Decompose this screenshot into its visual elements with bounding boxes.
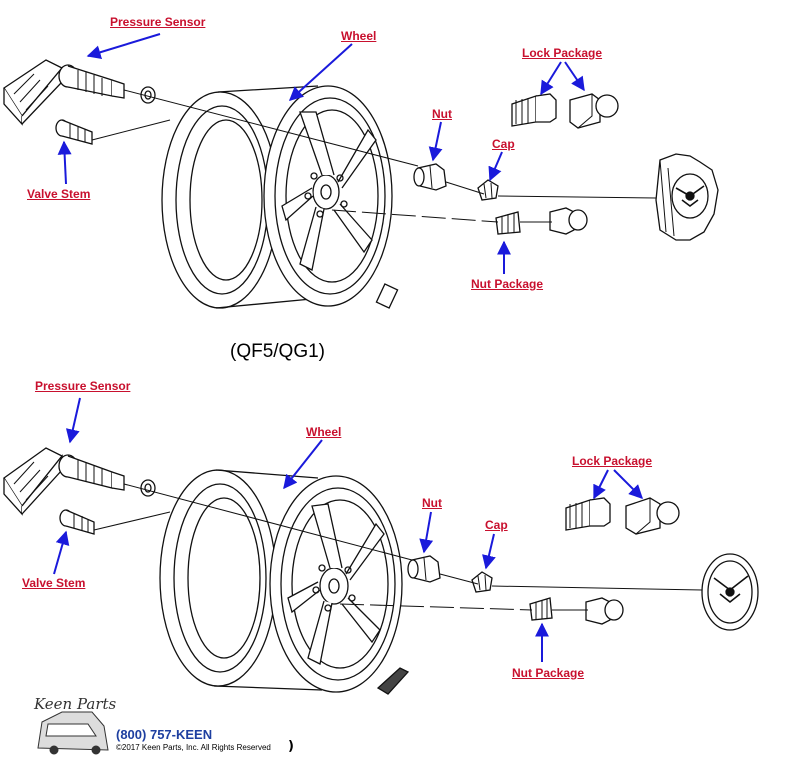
upper-arrow-cap — [488, 151, 503, 182]
lower-arrow-lock-package-right — [613, 469, 643, 499]
brand-logo-text: Keen Parts — [34, 695, 117, 713]
upper-nut-package-part — [495, 207, 588, 235]
upper-label-lock-package[interactable]: Lock Package — [522, 46, 603, 60]
upper-caption: (QF5/QG1) — [230, 341, 326, 362]
upper-arrow-wheel — [288, 43, 353, 101]
upper-arrow-pressure-sensor — [86, 33, 161, 60]
upper-label-nut[interactable]: Nut — [432, 107, 452, 121]
upper-label-wheel[interactable]: Wheel — [341, 29, 377, 43]
upper-arrow-nut — [428, 121, 443, 162]
upper-valve-stem-part — [55, 119, 93, 145]
lower-washer — [140, 479, 156, 497]
lower-arrows — [53, 397, 643, 662]
upper-diagram — [3, 59, 719, 309]
upper-pressure-sensor-part — [3, 59, 125, 126]
upper-washer — [140, 86, 156, 104]
phone-number[interactable]: (800) 757-KEEN — [116, 727, 213, 742]
lower-label-lock-package[interactable]: Lock Package — [572, 454, 653, 468]
upper-cap-part — [477, 179, 499, 201]
upper-label-valve-stem[interactable]: Valve Stem — [27, 187, 91, 201]
upper-wheel-part — [161, 85, 399, 309]
lower-arrow-cap — [482, 533, 496, 570]
upper-label-cap[interactable]: Cap — [492, 137, 515, 151]
lower-arrow-pressure-sensor — [65, 397, 81, 444]
upper-arrow-valve-stem — [57, 140, 72, 185]
lower-label-valve-stem[interactable]: Valve Stem — [22, 576, 86, 590]
upper-label-pressure-sensor[interactable]: Pressure Sensor — [110, 15, 206, 29]
lower-label-nut-package[interactable]: Nut Package — [512, 666, 585, 680]
lower-label-wheel[interactable]: Wheel — [306, 425, 342, 439]
copyright-text: ©2017 Keen Parts, Inc. All Rights Reserv… — [116, 743, 271, 752]
lower-wheel-part — [159, 469, 410, 695]
lower-nut-part — [407, 555, 441, 583]
lower-valve-stem-part — [59, 509, 95, 535]
lower-pressure-sensor-part — [3, 447, 125, 516]
upper-center-cap-part — [655, 153, 719, 241]
upper-label-nut-package[interactable]: Nut Package — [471, 277, 544, 291]
lower-nut-package-part — [529, 597, 624, 625]
lower-arrow-wheel — [283, 439, 323, 490]
lower-diagram — [3, 447, 759, 695]
paren-glyph-icon: ) — [288, 739, 294, 754]
lower-label-cap[interactable]: Cap — [485, 518, 508, 532]
lower-arrow-valve-stem — [53, 530, 70, 575]
upper-arrow-lock-package-right — [564, 61, 585, 92]
upper-leader-lines — [91, 89, 657, 223]
corvette-car-icon — [37, 711, 109, 755]
upper-arrows — [57, 33, 585, 274]
lower-cap-part — [471, 571, 493, 593]
upper-nut-part — [413, 163, 447, 191]
upper-lock-package-part — [511, 93, 619, 129]
lower-leader-lines — [93, 483, 703, 611]
lower-label-pressure-sensor[interactable]: Pressure Sensor — [35, 379, 131, 393]
lower-label-nut[interactable]: Nut — [422, 496, 442, 510]
lower-center-cap-part — [701, 553, 759, 631]
lower-arrow-lock-package-left — [593, 469, 609, 500]
upper-arrow-lock-package-left — [540, 61, 562, 96]
lower-arrow-nut — [419, 511, 434, 554]
lower-lock-package-part — [565, 497, 680, 535]
